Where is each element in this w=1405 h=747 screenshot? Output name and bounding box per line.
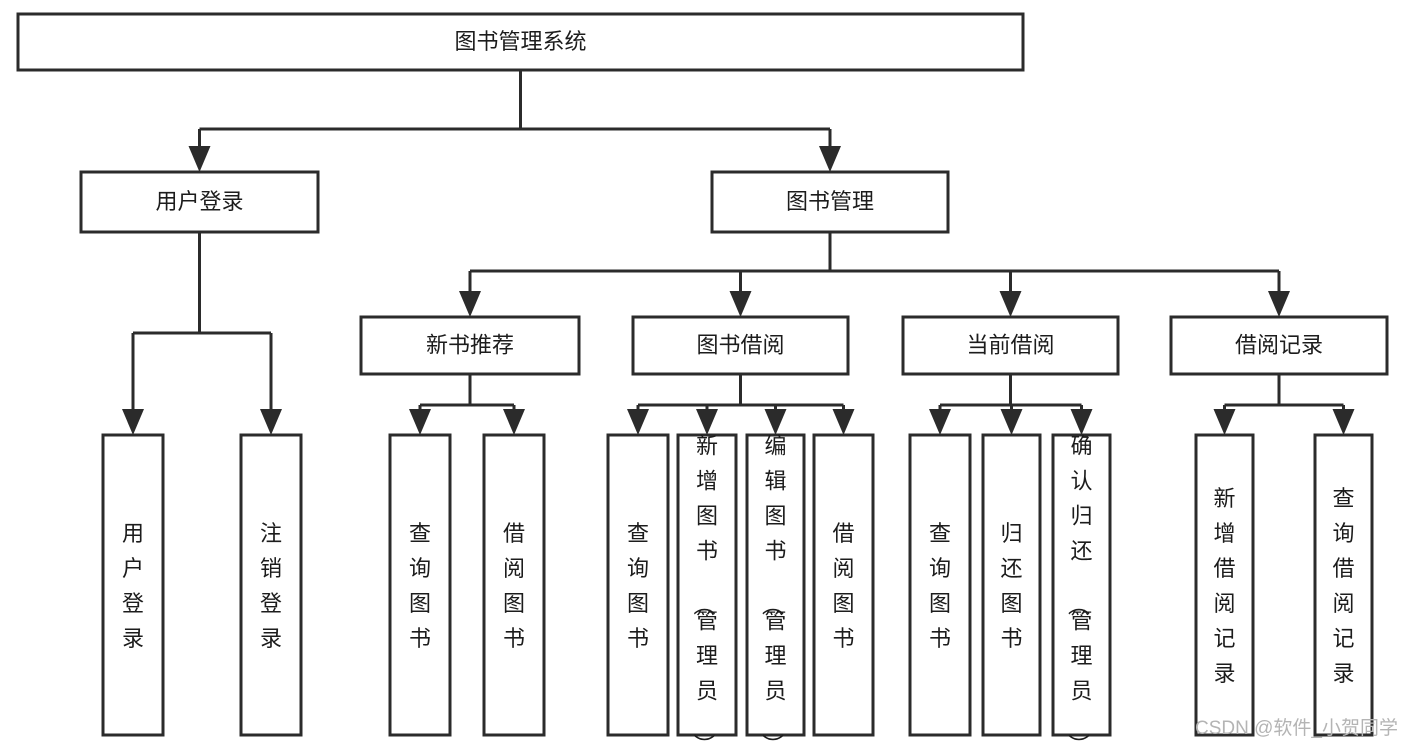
node-current-borrow-box — [901, 315, 1120, 376]
node-leaf-add-record-label: 新增借阅记录 — [1213, 486, 1235, 686]
arrow-head-icon — [1213, 409, 1236, 435]
arrow-head-icon — [122, 409, 144, 435]
node-leaf-add-book-box — [676, 433, 738, 737]
node-leaf-edit-book-box — [745, 433, 806, 737]
nodes-layer: 图书管理系统用户登录图书管理新书推荐图书借阅当前借阅借阅记录用户登录注销登录查询… — [16, 12, 1389, 747]
node-borrow-record-box — [1169, 315, 1389, 376]
node-user-login-label: 用户登录 — [155, 189, 243, 214]
node-leaf-user-login-label: 用户登录 — [122, 521, 144, 651]
node-leaf-user-login-box — [101, 433, 165, 737]
node-current-borrow-label: 当前借阅 — [966, 332, 1054, 357]
node-new-book-recommend[interactable]: 新书推荐 — [359, 315, 581, 376]
node-leaf-query-book-1[interactable]: 查询图书 — [388, 433, 452, 737]
arrow-head-icon — [459, 291, 481, 317]
node-leaf-borrow-book-2-box — [812, 433, 875, 737]
csdn-watermark: CSDN @软件_小贺同学 — [1195, 717, 1398, 739]
node-book-borrow[interactable]: 图书借阅 — [631, 315, 850, 376]
node-leaf-borrow-book-1[interactable]: 借阅图书 — [482, 433, 546, 737]
node-current-borrow[interactable]: 当前借阅 — [901, 315, 1120, 376]
node-root[interactable]: 图书管理系统 — [16, 12, 1025, 72]
node-leaf-logout[interactable]: 注销登录 — [239, 433, 303, 737]
node-leaf-add-book-label: 新增图书（管理员） — [691, 434, 718, 747]
node-root-box — [16, 12, 1025, 72]
node-leaf-borrow-book-2-label: 借阅图书 — [832, 521, 854, 651]
arrow-head-icon — [188, 146, 211, 172]
node-leaf-user-login[interactable]: 用户登录 — [101, 433, 165, 737]
node-user-login-box — [79, 170, 320, 234]
node-leaf-query-book-3-box — [908, 433, 972, 737]
node-leaf-query-book-2-label: 查询图书 — [627, 521, 649, 651]
node-leaf-confirm-return-box — [1051, 433, 1112, 737]
node-leaf-return-book-label: 归还图书 — [1000, 521, 1022, 651]
node-leaf-add-book[interactable]: 新增图书（管理员） — [676, 433, 738, 747]
node-new-book-recommend-label: 新书推荐 — [426, 332, 514, 357]
arrow-head-icon — [929, 409, 951, 435]
node-new-book-recommend-box — [359, 315, 581, 376]
node-leaf-return-book-box — [981, 433, 1042, 737]
arrow-head-icon — [409, 409, 431, 435]
node-leaf-add-record-box — [1194, 433, 1255, 737]
arrow-head-icon — [832, 409, 855, 435]
node-leaf-confirm-return[interactable]: 确认归还（管理员） — [1051, 433, 1112, 747]
arrow-head-icon — [1000, 409, 1023, 435]
node-leaf-query-record-box — [1313, 433, 1374, 737]
arrow-head-icon — [260, 409, 282, 435]
node-leaf-return-book[interactable]: 归还图书 — [981, 433, 1042, 737]
node-root-label: 图书管理系统 — [454, 29, 586, 54]
arrow-head-icon — [696, 409, 718, 435]
node-leaf-query-book-3[interactable]: 查询图书 — [908, 433, 972, 737]
arrow-head-icon — [1332, 409, 1355, 435]
node-leaf-edit-book[interactable]: 编辑图书（管理员） — [745, 433, 806, 747]
node-book-borrow-box — [631, 315, 850, 376]
node-book-borrow-label: 图书借阅 — [696, 332, 784, 357]
arrow-head-icon — [764, 409, 787, 435]
arrow-head-icon — [1268, 291, 1290, 317]
node-leaf-query-book-1-box — [388, 433, 452, 737]
node-leaf-logout-label: 注销登录 — [260, 521, 282, 651]
node-book-manage-label: 图书管理 — [786, 189, 874, 214]
node-leaf-query-record-label: 查询借阅记录 — [1332, 486, 1354, 686]
arrow-head-icon — [503, 409, 525, 435]
node-leaf-edit-book-label: 编辑图书（管理员） — [759, 434, 786, 747]
node-leaf-add-record[interactable]: 新增借阅记录 — [1194, 433, 1255, 737]
node-leaf-confirm-return-label: 确认归还（管理员） — [1065, 434, 1092, 747]
node-book-manage[interactable]: 图书管理 — [710, 170, 950, 234]
node-leaf-query-book-3-label: 查询图书 — [929, 521, 951, 651]
node-leaf-logout-box — [239, 433, 303, 737]
node-user-login[interactable]: 用户登录 — [79, 170, 320, 234]
arrow-head-icon — [1070, 409, 1093, 435]
node-leaf-query-book-1-label: 查询图书 — [409, 521, 431, 651]
arrow-head-icon — [999, 291, 1022, 317]
connectors-layer — [122, 70, 1355, 435]
node-leaf-borrow-book-1-box — [482, 433, 546, 737]
node-leaf-query-book-2-box — [606, 433, 670, 737]
node-book-manage-box — [710, 170, 950, 234]
node-leaf-query-book-2[interactable]: 查询图书 — [606, 433, 670, 737]
node-borrow-record-label: 借阅记录 — [1235, 332, 1323, 357]
arrow-head-icon — [627, 409, 649, 435]
node-leaf-borrow-book-2[interactable]: 借阅图书 — [812, 433, 875, 737]
arrow-head-icon — [729, 291, 752, 317]
arrow-head-icon — [819, 146, 841, 172]
node-leaf-query-record[interactable]: 查询借阅记录 — [1313, 433, 1374, 737]
node-leaf-borrow-book-1-label: 借阅图书 — [503, 521, 525, 651]
node-borrow-record[interactable]: 借阅记录 — [1169, 315, 1389, 376]
